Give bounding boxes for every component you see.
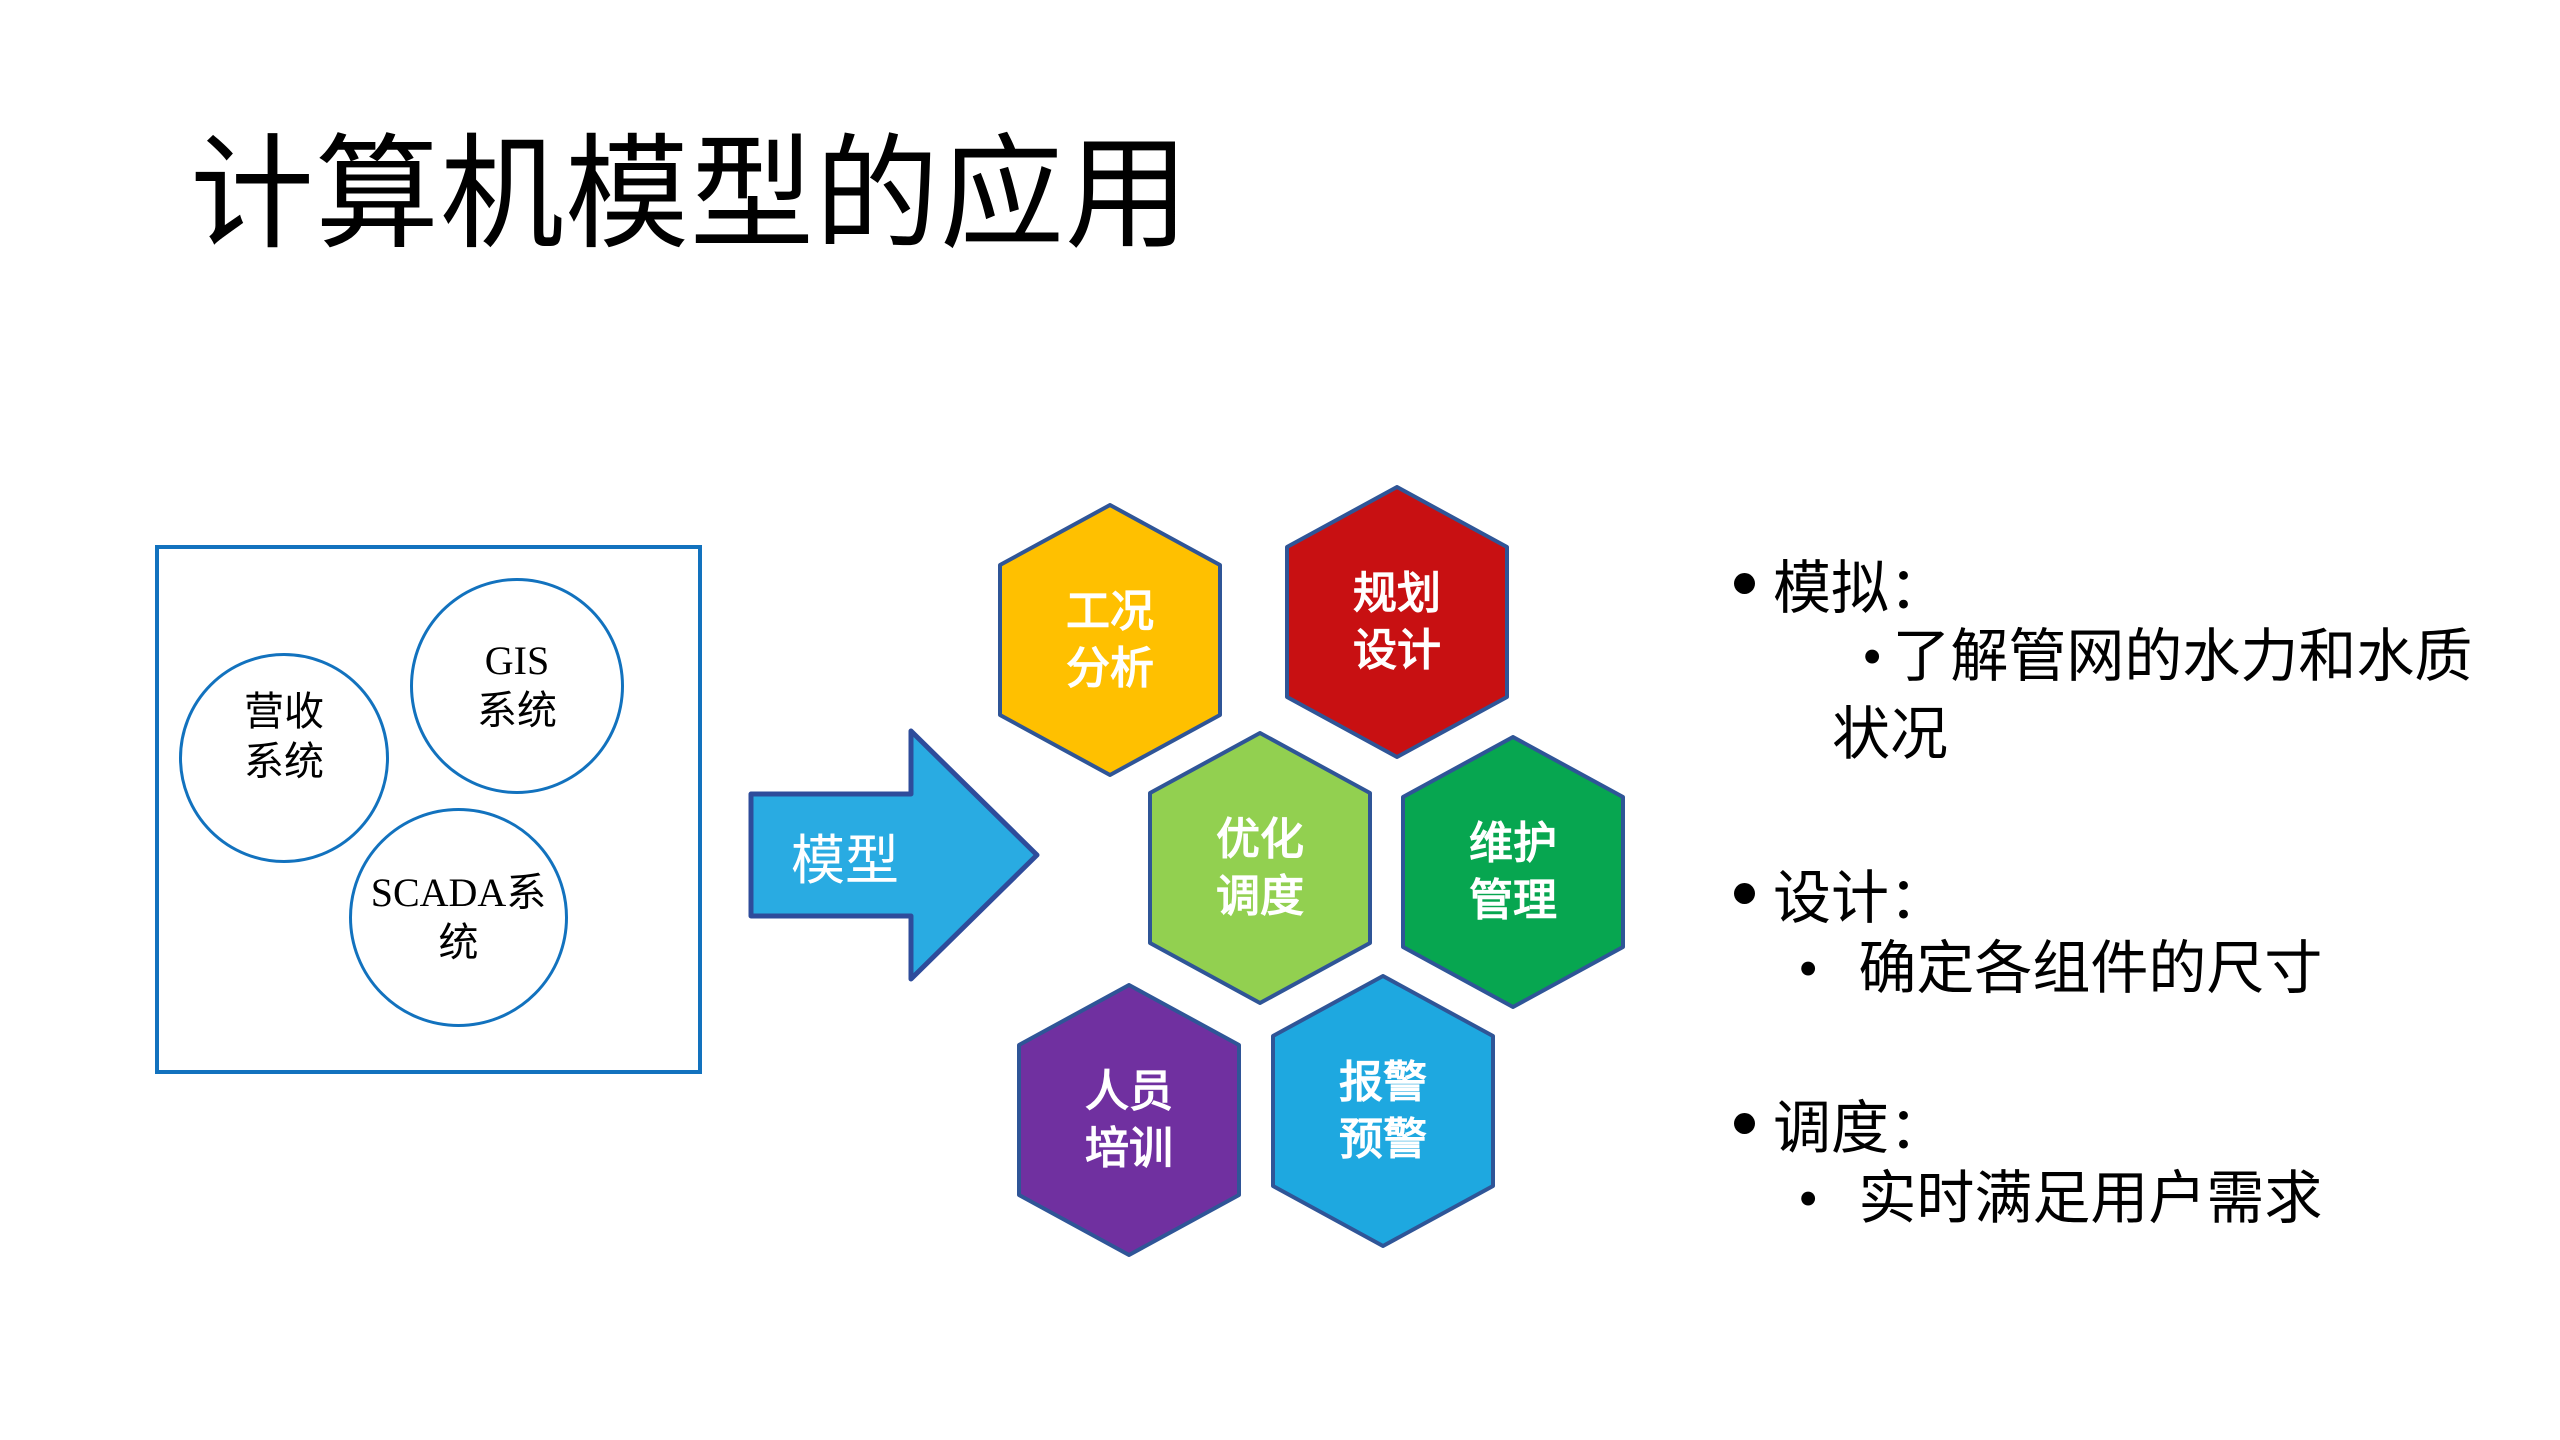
note-design-detail-text: 确定各组件的尺寸 (1858, 936, 2323, 1001)
hexagon-label-line2: 分析 (1066, 644, 1154, 693)
circle-gis-line1: GIS (484, 638, 550, 683)
sub-bullet-icon: • (1798, 1166, 1819, 1231)
source-systems-box: 营收 系统 GIS 系统 SCADA系 统 (155, 545, 702, 1074)
circle-scada-line1: SCADA系 (370, 869, 547, 915)
circle-gis-system: GIS 系统 (410, 578, 624, 794)
hexagon-shape (1401, 735, 1625, 1009)
model-arrow-label: 模型 (791, 830, 899, 891)
circle-revenue-system: 营收 系统 (179, 653, 389, 863)
hexagon-label: 报警 预警 (1271, 974, 1495, 1248)
hexagon-label-line1: 维护 (1469, 819, 1557, 868)
circle-revenue-line2: 系统 (244, 739, 324, 784)
hexagon-icon (998, 503, 1222, 777)
hexagon-maintenance-management: 维护 管理 (1401, 735, 1625, 1009)
note-simulation-detail-text: 了解管网的水力和水质状况 (1832, 624, 2473, 767)
circle-gis-line2: 系统 (477, 688, 557, 733)
model-arrow: 模型 (748, 728, 1040, 982)
note-dispatch-detail: • 实时满足用户需求 (1790, 1160, 2530, 1238)
note-simulation-label: 模拟： (1773, 556, 1948, 621)
bullet-icon (1734, 572, 1755, 594)
right-arrow-shape (748, 728, 1040, 982)
sub-bullet-icon: • (1862, 624, 1883, 689)
note-simulation: 模拟： (1734, 548, 1947, 621)
hexagon-icon (1401, 735, 1625, 1009)
right-arrow-icon (748, 728, 1040, 982)
hexagon-icon (1017, 983, 1241, 1257)
hexagon-shape (1017, 983, 1241, 1257)
note-simulation-detail: •了解管网的水力和水质状况 (1832, 618, 2492, 774)
hexagon-alarm-warning: 报警 预警 (1271, 974, 1495, 1248)
hexagon-label-line2: 管理 (1469, 876, 1557, 925)
hexagon-icon (1271, 974, 1495, 1248)
hexagon-personnel-training: 人员 培训 (1017, 983, 1241, 1257)
page-title: 计算机模型的应用 (190, 127, 1191, 264)
note-dispatch: 调度： (1734, 1088, 1947, 1161)
hexagon-shape (998, 503, 1222, 777)
hexagon-optimization-dispatch: 优化 调度 (1148, 731, 1372, 1005)
hexagon-icon (1285, 485, 1509, 759)
hexagon-shape (1285, 485, 1509, 759)
circle-scada-line2: 统 (438, 919, 479, 965)
hexagon-label-line2: 预警 (1339, 1115, 1427, 1164)
hexagon-label: 规划 设计 (1285, 485, 1509, 759)
hexagon-label: 人员 培训 (1017, 983, 1241, 1257)
note-design-detail: • 确定各组件的尺寸 (1790, 930, 2530, 1008)
bullet-icon (1734, 1112, 1755, 1134)
note-dispatch-detail-text: 实时满足用户需求 (1858, 1166, 2323, 1231)
bullet-icon (1734, 882, 1755, 904)
hexagon-condition-analysis: 工况 分析 (998, 503, 1222, 777)
hexagon-label-line1: 规划 (1353, 569, 1441, 618)
hexagon-label-line1: 人员 (1085, 1067, 1173, 1116)
hexagon-label-line1: 报警 (1339, 1058, 1427, 1107)
note-design-label: 设计： (1773, 866, 1948, 931)
note-design: 设计： (1734, 858, 1947, 931)
hexagon-label-line2: 培训 (1085, 1124, 1173, 1173)
circle-revenue-line1: 营收 (244, 689, 324, 734)
hexagon-label-line1: 工况 (1066, 587, 1154, 636)
hexagon-planning-design: 规划 设计 (1285, 485, 1509, 759)
hexagon-label-line2: 设计 (1353, 626, 1441, 675)
hexagon-label-line1: 优化 (1216, 815, 1304, 864)
sub-bullet-icon: • (1798, 936, 1819, 1001)
hexagon-label: 工况 分析 (998, 503, 1222, 777)
circle-scada-system: SCADA系 统 (349, 808, 568, 1027)
hexagon-shape (1271, 974, 1495, 1248)
hexagon-label: 优化 调度 (1148, 731, 1372, 1005)
note-dispatch-label: 调度： (1773, 1096, 1948, 1161)
hexagon-label: 维护 管理 (1401, 735, 1625, 1009)
hexagon-icon (1148, 731, 1372, 1005)
hexagon-shape (1148, 731, 1372, 1005)
hexagon-label-line2: 调度 (1216, 872, 1304, 921)
